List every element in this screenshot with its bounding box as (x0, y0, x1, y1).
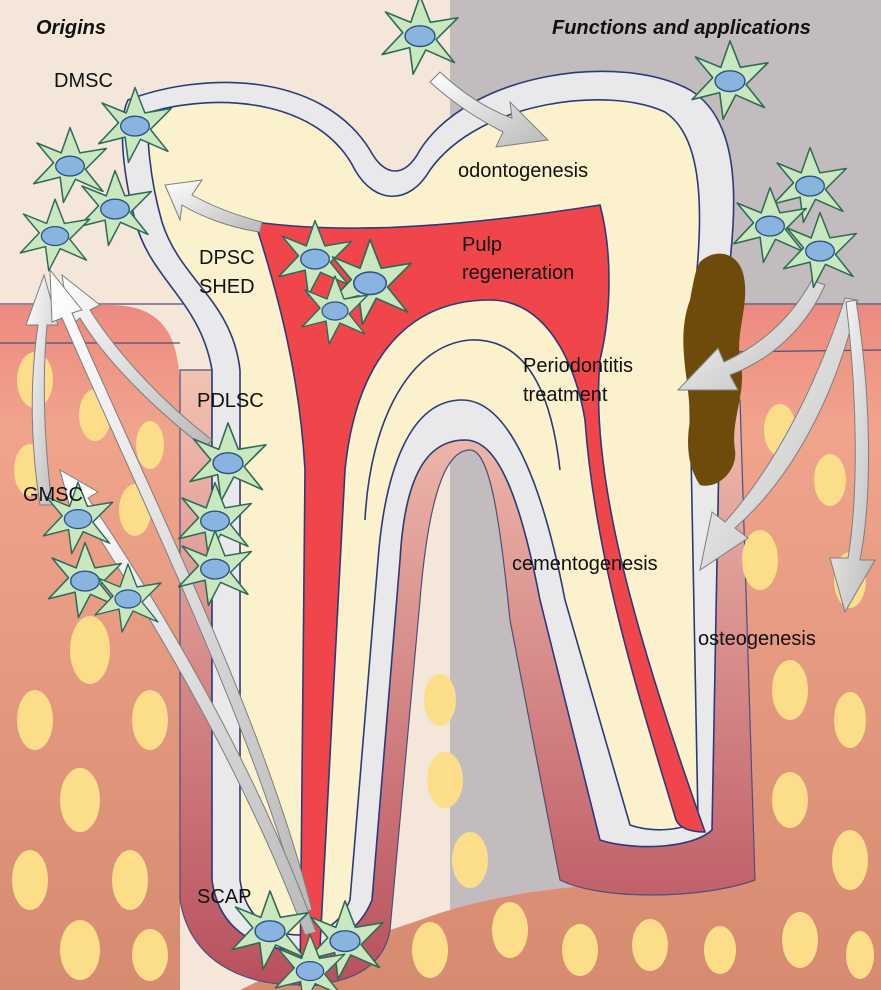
label-osteogenesis: osteogenesis (698, 628, 816, 651)
label-dpsc: DPSC (199, 247, 255, 270)
label-scap: SCAP (197, 886, 251, 909)
label-cementogenesis: cementogenesis (512, 553, 658, 576)
label-shed: SHED (199, 276, 255, 299)
functions-heading: Functions and applications (552, 17, 811, 40)
label-periodontitis-line2: treatment (523, 384, 607, 407)
label-pulp-line2: regeneration (462, 262, 574, 285)
origins-heading: Origins (36, 17, 106, 40)
label-pdlsc: PDLSC (197, 390, 264, 413)
label-dmsc: DMSC (54, 70, 113, 93)
label-periodontitis-line1: Periodontitis (523, 355, 633, 378)
label-odontogenesis: odontogenesis (458, 160, 588, 183)
label-gmsc: GMSC (23, 484, 83, 507)
label-pulp-line1: Pulp (462, 234, 502, 257)
